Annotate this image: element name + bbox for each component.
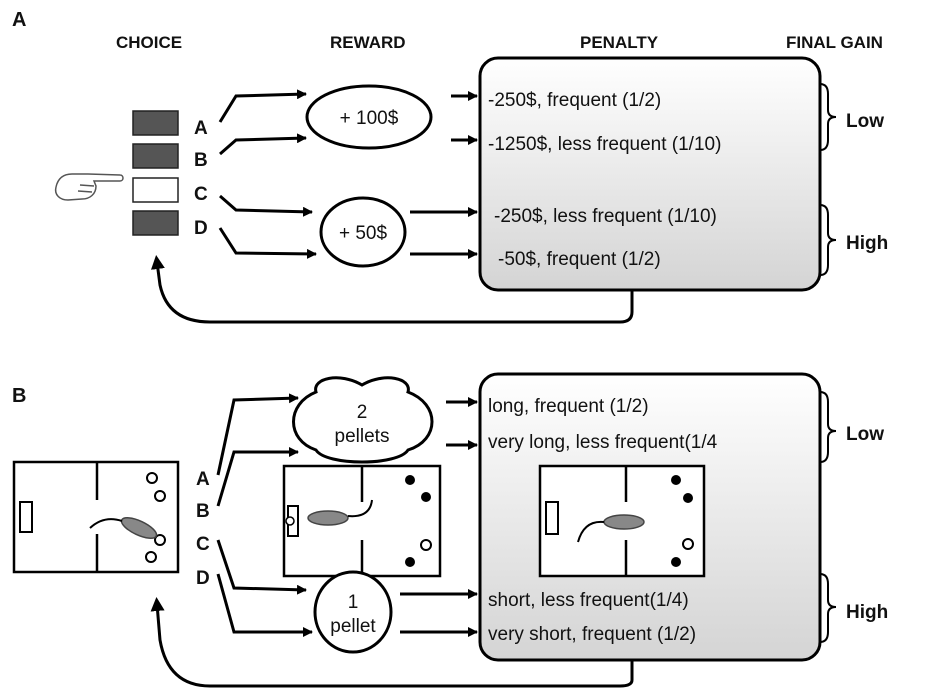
- penalty-b-2: very long, less frequent(1/4: [488, 432, 718, 453]
- reward-low-text: + 50$: [339, 223, 388, 244]
- reward-low-bubble-b: [313, 570, 393, 654]
- reward-low-unit-b: pellet: [330, 616, 376, 637]
- arrow-b-to-reward-b: [216, 447, 299, 507]
- pointing-hand-icon: [54, 173, 124, 201]
- brace-high-b: [819, 573, 837, 643]
- panel-a-label: A: [12, 9, 26, 31]
- reward-low-count-b: 1: [348, 592, 359, 613]
- penalty-a-2: -1250$, less frequent (1/10): [488, 134, 721, 155]
- arena-choice: [12, 460, 180, 574]
- reward-high-bubble: [305, 84, 433, 150]
- option-d-label-b: D: [196, 568, 210, 589]
- reward-high-bubble-b: [292, 376, 434, 464]
- deck-d-card: [132, 210, 179, 236]
- arrow-a-to-reward-b: [216, 393, 299, 476]
- arena-reward: [282, 464, 442, 578]
- gain-low-a: Low: [846, 111, 884, 132]
- reward-high-count-b: 2: [357, 402, 368, 423]
- option-a-label-b: A: [196, 469, 210, 490]
- brace-high-a: [819, 204, 837, 276]
- penalty-a-3: -250$, less frequent (1/10): [494, 206, 717, 227]
- feedback-loop-a: [150, 255, 634, 324]
- penalty-box-a: [478, 56, 822, 292]
- panel-b-label: B: [12, 385, 26, 407]
- feedback-loop-b: [150, 597, 634, 688]
- penalty-b-3: short, less frequent(1/4): [488, 590, 689, 611]
- arrow-a-to-reward: [218, 89, 307, 123]
- header-choice: CHOICE: [116, 33, 182, 52]
- penalty-a-1: -250$, frequent (1/2): [488, 90, 661, 111]
- panel-b: B A B C D 2 pellets: [12, 372, 888, 688]
- gain-high-b: High: [846, 602, 888, 623]
- header-final-gain: FINAL GAIN: [786, 33, 883, 52]
- arena-penalty: [538, 464, 706, 578]
- brace-low-a: [819, 83, 837, 151]
- reward-high-unit-b: pellets: [335, 426, 390, 447]
- option-a-label: A: [194, 118, 208, 139]
- option-d-label: D: [194, 218, 208, 239]
- header-reward: REWARD: [330, 33, 406, 52]
- reward-low-bubble: [319, 196, 407, 268]
- arrow-b-to-reward: [219, 133, 307, 156]
- arrow-d-to-reward-b: [216, 573, 313, 637]
- reward-high-text: + 100$: [340, 108, 399, 129]
- deck-c-card: [132, 177, 179, 203]
- deck-b-card: [132, 143, 179, 169]
- gain-low-b: Low: [846, 424, 884, 445]
- penalty-a-4: -50$, frequent (1/2): [498, 249, 661, 270]
- arrow-d-to-reward: [218, 227, 317, 259]
- gain-high-a: High: [846, 233, 888, 254]
- option-b-label-b: B: [196, 501, 210, 522]
- option-c-label: C: [194, 184, 208, 205]
- penalty-b-4: very short, frequent (1/2): [488, 624, 696, 645]
- deck-a-card: [132, 110, 179, 136]
- header-penalty: PENALTY: [580, 33, 659, 52]
- penalty-b-1: long, frequent (1/2): [488, 396, 649, 417]
- arrow-c-to-reward: [219, 194, 313, 217]
- option-c-label-b: C: [196, 534, 210, 555]
- arrow-c-to-reward-b: [216, 539, 307, 595]
- panel-a: A CHOICE REWARD PENALTY FINAL GAIN A B C…: [12, 9, 888, 324]
- option-b-label: B: [194, 150, 208, 171]
- brace-low-b: [819, 391, 837, 463]
